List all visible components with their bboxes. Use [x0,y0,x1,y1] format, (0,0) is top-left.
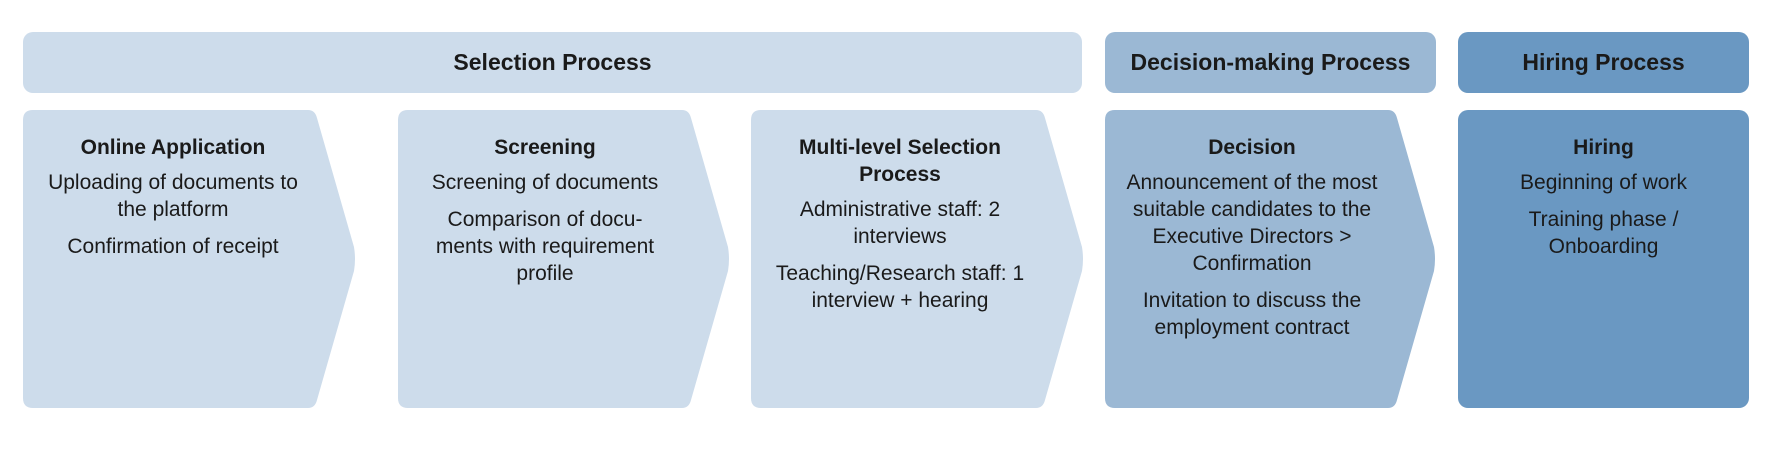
stage-title: Decision [1208,136,1296,159]
stage-item: Teaching/Research staff: 1 interview + h… [775,262,1025,312]
stage-item: Beginning of work [1520,171,1687,194]
stage-multi-level-selection: Multi-level Selection Process Administra… [751,110,1084,408]
stage-title: Screening [494,136,596,159]
stage-item: Announcement of the most suitable candid… [1126,171,1378,275]
stage-item: Confirmation of receipt [67,235,279,258]
hiring-process-header: Hiring Process [1458,32,1749,93]
stage-hiring: Hiring Beginning of work Training phase … [1458,110,1749,408]
selection-process-header: Selection Process [23,32,1082,93]
stage-item: Comparison of docu-ments with requiremen… [435,208,655,285]
stage-screening: Screening Screening of documents Compari… [398,110,730,408]
selection-process-label: Selection Process [453,49,652,75]
stage-item: Invitation to discuss the employment con… [1142,289,1362,339]
stage-title: Online Application [80,136,266,159]
box-shape [1458,110,1749,408]
stage-item: Administrative staff: 2 interviews [799,198,1001,248]
chevron-shape [23,110,355,408]
stage-title: Hiring [1573,136,1634,159]
stage-item: Screening of documents [431,171,659,194]
decision-making-process-header: Decision-making Process [1105,32,1436,93]
chevron-shape [398,110,729,408]
stage-item: Uploading of documents to the platform [48,171,298,221]
stage-item: Training phase / Onboarding [1528,208,1679,258]
stage-online-application: Online Application Uploading of document… [23,110,356,408]
chevron-shape [1105,110,1435,408]
hiring-process-label: Hiring Process [1522,49,1685,75]
stage-decision: Decision Announcement of the most suitab… [1105,110,1436,408]
stage-title: Multi-level Selection Process [799,136,1001,186]
chevron-shape [751,110,1083,408]
decision-making-process-label: Decision-making Process [1130,49,1411,75]
